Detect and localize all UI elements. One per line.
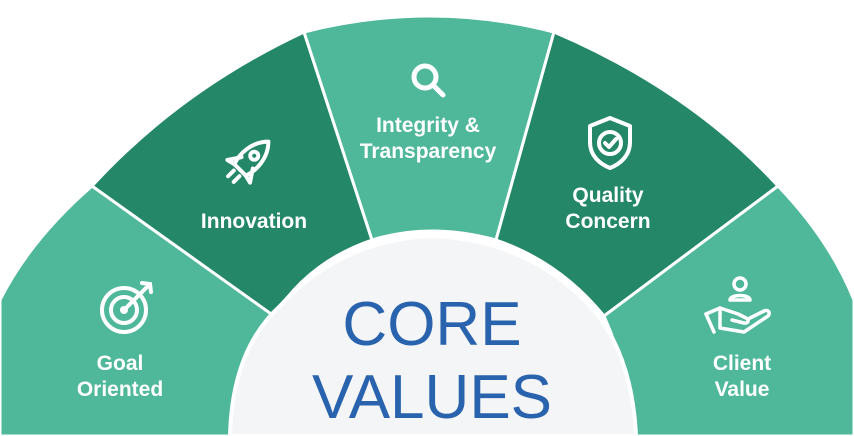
segment-integrity-transparency-label-line-2: Transparency [360,140,497,163]
segment-client-value-label-line-1: Client [713,352,771,375]
segment-quality-concern: Quality Concern [494,29,781,319]
segment-goal-oriented-label-line-2: Oriented [77,378,163,401]
shield-check-icon [588,116,632,170]
center-badge: CORE VALUES [227,233,639,436]
segment-quality-concern-label-line-1: Quality [572,184,644,207]
segment-quality-concern-label-line-2: Concern [565,210,650,233]
segment-integrity-transparency: Integrity & Transparency [302,14,556,242]
segment-goal-oriented-label-line-1: Goal [97,352,144,375]
segment-client-value-label-line-2: Value [715,378,770,401]
segment-innovation: Innovation [89,29,374,319]
search-icon [411,63,446,98]
hand-person-icon [704,276,771,334]
target-icon [100,281,153,334]
center-title-line-1: CORE [342,290,521,359]
rocket-icon [225,139,271,185]
segment-innovation-label: Innovation [201,210,307,233]
center-arch [227,233,639,436]
segment-integrity-transparency-label-line-1: Integrity & [376,114,480,137]
center-title-line-2: VALUES [312,363,552,432]
segment-quality-concern-wedge [494,29,781,319]
